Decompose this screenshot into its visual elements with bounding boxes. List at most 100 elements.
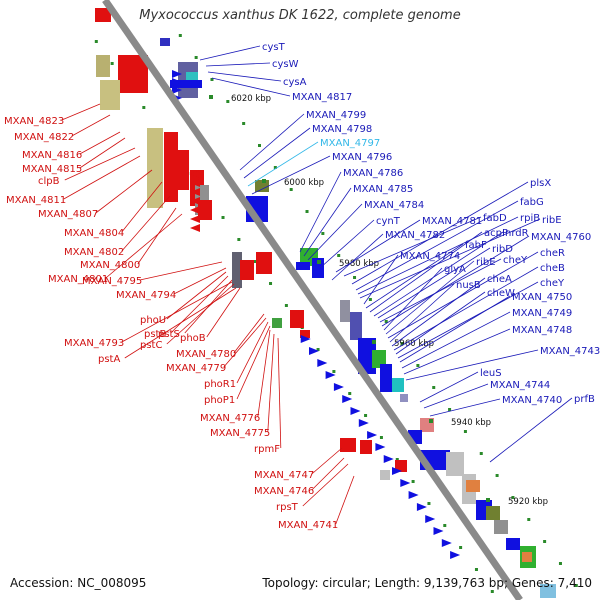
tick-dot — [337, 254, 341, 257]
leader-line — [307, 203, 363, 261]
leader-line — [124, 287, 237, 359]
tick-dot — [142, 106, 146, 109]
scale-label: 6000 kbp — [284, 178, 324, 188]
gene-label-left: MXAN_4741 — [278, 520, 338, 531]
gene-arrow — [190, 215, 200, 223]
gene-label-left: phoB — [180, 333, 206, 344]
gene-label-left: MXAN_4747 — [254, 470, 314, 481]
gene-label-right: cynT — [376, 216, 401, 227]
tick-dot — [237, 238, 241, 241]
leader-line — [257, 329, 271, 418]
scale-label: 5980 kbp — [339, 259, 379, 269]
gene-label-right: MXAN_4782 — [385, 230, 445, 241]
gene-label-left: MXAN_4823 — [4, 116, 64, 127]
leader-line — [61, 103, 101, 121]
tick-dot — [368, 298, 372, 301]
leader-line — [303, 187, 352, 257]
gene-arrow — [350, 407, 361, 415]
tick-dot — [258, 144, 261, 147]
leader-line — [423, 383, 489, 409]
gene-feature — [232, 252, 242, 288]
gene-label-left: pstS — [158, 329, 180, 340]
leader-line — [211, 77, 291, 97]
gene-feature — [494, 520, 508, 534]
tick-dot — [558, 562, 562, 565]
leader-line — [71, 114, 111, 137]
leader-line — [205, 62, 271, 67]
gene-arrow — [425, 515, 436, 523]
leader-line — [403, 328, 511, 375]
gene-label-left: MXAN_4776 — [200, 413, 260, 424]
gene-label-left: MXAN_4816 — [22, 150, 82, 161]
accession-text: Accession: NC_008095 — [10, 576, 147, 590]
gene-feature — [372, 350, 386, 368]
leader-line — [355, 200, 519, 291]
gene-label-right: rpiB — [520, 213, 540, 224]
label-leader-lines — [61, 45, 573, 525]
gene-label-right: ribD — [492, 244, 513, 255]
gene-label-right: cysT — [262, 42, 286, 53]
gene-label-right: MXAN_4744 — [490, 380, 550, 391]
gene-feature — [290, 310, 304, 328]
leader-line — [121, 195, 171, 252]
gene-label-right: cheY — [503, 255, 528, 266]
tick-dot — [348, 392, 352, 395]
scale-label: 5960 kbp — [394, 339, 434, 349]
gene-label-right: MXAN_4740 — [502, 395, 562, 406]
gene-label-right: MXAN_4743 — [540, 346, 600, 357]
scale-tick — [317, 260, 321, 264]
gene-arrow — [375, 443, 386, 451]
leader-line — [335, 475, 355, 525]
gene-arrow — [190, 224, 200, 232]
leader-line — [299, 171, 342, 253]
gene-label-right: nrdR — [505, 228, 529, 239]
gene-arrow — [317, 359, 328, 367]
gene-feature — [380, 364, 392, 392]
gene-arrow — [172, 70, 182, 78]
leader-line — [137, 207, 177, 265]
tick-dot — [316, 348, 320, 351]
tick-dot — [543, 540, 547, 543]
tick-dot — [432, 386, 436, 389]
tick-dot — [511, 496, 515, 499]
gene-label-right: fabF — [465, 240, 487, 251]
gene-arrow — [392, 467, 403, 475]
tick-dot — [242, 122, 246, 125]
leader-line — [236, 321, 269, 384]
gene-label-right: cheA — [487, 274, 512, 285]
gene-feature — [340, 300, 350, 322]
tick-dot — [479, 452, 483, 455]
gene-label-right: cysA — [283, 77, 307, 88]
gene-label-left: clpB — [38, 176, 60, 187]
leader-line — [239, 113, 305, 171]
gene-feature — [240, 260, 254, 280]
gene-label-right: nusB — [456, 280, 481, 291]
leader-line — [357, 216, 519, 295]
scale-label: 6020 kbp — [231, 94, 271, 104]
gene-label-right: MXAN_4750 — [512, 292, 572, 303]
gene-feature — [466, 480, 480, 492]
leader-line — [64, 147, 136, 181]
gene-feature — [392, 378, 404, 392]
leader-line — [419, 371, 479, 403]
gene-feature — [340, 438, 356, 452]
tick-dot — [178, 34, 182, 37]
tick-dot — [289, 188, 293, 191]
tick-dot — [416, 364, 420, 367]
gene-label-right: MXAN_4798 — [312, 124, 372, 135]
tick-dot — [527, 518, 531, 521]
gene-feature — [177, 150, 189, 190]
gene-arrow — [300, 335, 311, 343]
leader-line — [385, 260, 475, 335]
leader-line — [236, 325, 271, 400]
tick-dot — [194, 56, 198, 59]
gene-label-left: phoR1 — [204, 379, 236, 390]
gene-label-left: MXAN_4795 — [82, 276, 142, 287]
leader-line — [359, 218, 541, 299]
gene-arrow — [190, 179, 200, 187]
gene-label-left: MXAN_4822 — [14, 132, 74, 143]
gene-feature — [358, 338, 376, 374]
gene-feature — [400, 394, 408, 402]
gene-label-left: MXAN_4775 — [210, 428, 270, 439]
leader-line — [166, 283, 235, 345]
